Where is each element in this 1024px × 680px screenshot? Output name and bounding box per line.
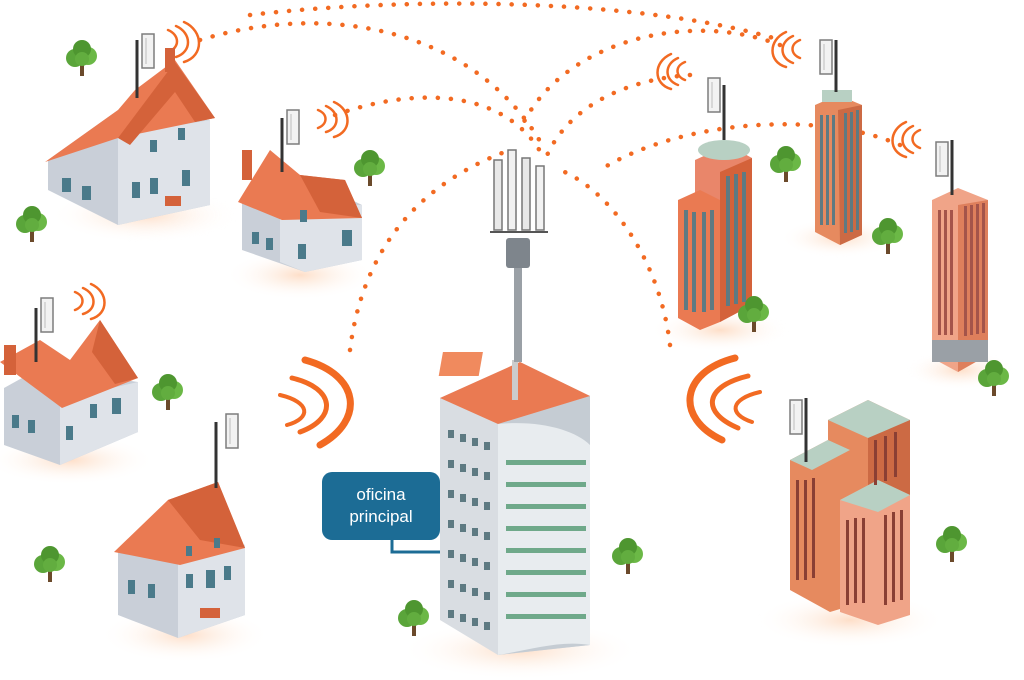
callout-pointer <box>390 540 440 554</box>
tower-icon <box>490 149 548 362</box>
signal-links <box>197 1 903 353</box>
callout-line-2: principal <box>349 507 413 526</box>
house-icon <box>114 413 245 638</box>
tree-icon <box>936 526 967 562</box>
tree-icon <box>354 150 385 186</box>
link-house-left <box>347 147 513 353</box>
link-tower-right-1 <box>542 72 693 163</box>
tree-icon <box>34 546 65 582</box>
house-icon <box>45 33 215 225</box>
house-icon <box>0 297 138 465</box>
tree-icon <box>66 40 97 76</box>
link-top-arc <box>247 1 783 43</box>
link-tower-right-2 <box>517 28 783 133</box>
office-complex-icon <box>789 398 910 625</box>
tree-icon <box>612 538 643 574</box>
signal-waves-icon <box>278 354 762 449</box>
link-office-right <box>557 167 673 348</box>
tree-icon <box>398 600 429 636</box>
main-office-building-icon <box>438 149 590 655</box>
tower-building-icon <box>932 140 988 372</box>
tower-building-icon <box>815 39 862 245</box>
callout-line-1: oficina <box>356 485 406 504</box>
tree-icon <box>152 374 183 410</box>
tree-icon <box>16 206 47 242</box>
house-icon <box>238 109 362 272</box>
tower-building-icon <box>678 77 752 330</box>
tree-icon <box>770 146 801 182</box>
link-house-top-left <box>197 21 548 153</box>
main-office-label: oficina principal <box>322 472 440 540</box>
